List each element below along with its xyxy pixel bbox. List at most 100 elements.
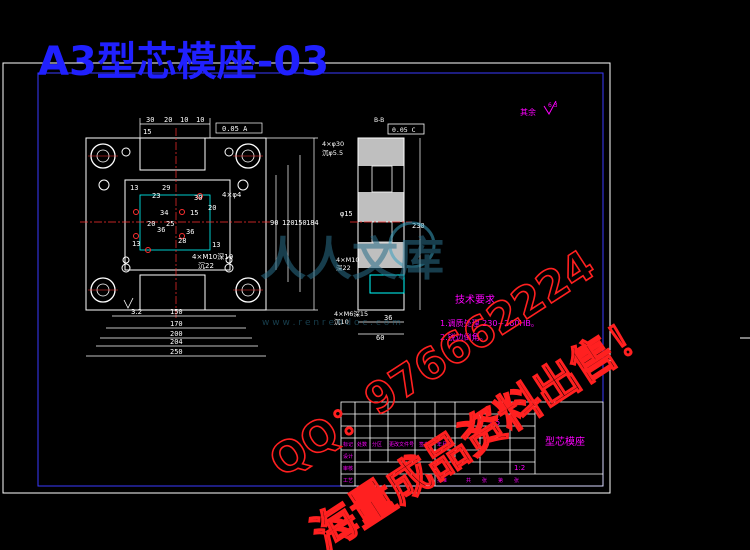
- part-name: 型芯模座: [545, 435, 585, 448]
- pin-hole: [133, 209, 139, 215]
- hole-note: 4×M10深19: [192, 252, 233, 261]
- top-dimension-lines: [139, 118, 263, 138]
- roughness-symbol: [123, 297, 134, 309]
- title-block-label: 分区: [372, 441, 382, 448]
- footer-label: 张: [482, 477, 487, 484]
- title-block-label: 年月日: [437, 441, 452, 448]
- inner-dim-label: 15: [190, 209, 198, 217]
- surface-note: 其余: [520, 107, 536, 117]
- page-title: A3型芯模座-03: [38, 39, 329, 85]
- material-label: 45: [490, 418, 500, 427]
- inner-dim-label: 34: [160, 209, 168, 217]
- pin-hole: [133, 233, 139, 239]
- screw-hole: [121, 263, 131, 273]
- sign-label: 批准: [437, 477, 447, 484]
- top-dim-label: 10: [196, 116, 204, 124]
- bottom-dim-label: 170: [170, 320, 183, 328]
- top-slot: [139, 137, 206, 171]
- bottom-dimension-lines: [86, 315, 266, 357]
- hole-note: 沉22: [198, 262, 214, 270]
- title-block-label: 标记: [343, 441, 353, 448]
- side-dim-label: 36: [384, 314, 392, 322]
- footer-label: 第: [498, 477, 503, 484]
- side-hatch-low: [358, 242, 404, 268]
- site-watermark-text: 人人文库: [260, 232, 444, 286]
- plate-cavity: [139, 194, 211, 251]
- side-step: [369, 274, 405, 294]
- inner-dim-label: 36: [157, 226, 165, 234]
- side-bore: [371, 165, 393, 193]
- footer-label: 共: [466, 477, 471, 484]
- surface-value: 6.3: [548, 102, 558, 109]
- screw-hole: [224, 147, 234, 157]
- pin-hole: [197, 193, 203, 199]
- title-block-label: 更改文件号: [389, 441, 414, 448]
- tech-req-line: 1.调质处理 230~260HB。: [440, 318, 539, 328]
- screw-hole: [225, 256, 233, 264]
- right-dim-label: 184: [306, 219, 319, 227]
- inner-dim-label: 36: [186, 228, 194, 236]
- top-dim-label: 10: [180, 116, 188, 124]
- inner-dim-label: 20: [147, 220, 155, 228]
- bottom-dim-label: 200: [170, 330, 183, 338]
- screw-hole: [98, 179, 110, 191]
- small-hole-note: 4×φ4: [222, 191, 242, 199]
- site-watermark: 人人文库 w w w . r e n r e n d o c . c o m: [260, 221, 444, 328]
- pin-hole: [145, 247, 151, 253]
- side-dim-label: 60: [376, 334, 384, 342]
- tech-requirements: 技术要求 1.调质处理 230~260HB。 2.锐边倒角。: [440, 293, 539, 342]
- bottom-dim-label: 250: [170, 348, 183, 356]
- top-dim-label: 20: [164, 116, 172, 124]
- screw-hole: [237, 179, 249, 191]
- inner-dim-label: 28: [178, 237, 186, 245]
- sign-label: 设计: [343, 453, 353, 460]
- inner-dim-label: 13: [132, 240, 140, 248]
- footer-label: 张: [514, 477, 519, 484]
- site-url: w w w . r e n r e n d o c . c o m: [262, 318, 401, 328]
- tech-req-title: 技术要求: [455, 293, 495, 306]
- right-dim-label: 120: [282, 219, 295, 227]
- side-note: 深22: [336, 263, 351, 272]
- top-dim-label: 15: [143, 128, 151, 136]
- side-hatch-mid: [358, 192, 404, 222]
- sign-label: 审核: [343, 465, 353, 472]
- inner-dim-label: 29: [162, 184, 170, 192]
- section-label: B-B: [374, 117, 384, 124]
- front-view: 15 30 20 10 10 0.05 A 13 29 23 30 20 34 …: [80, 116, 319, 357]
- tolerance-frame: 0.05 A: [222, 125, 248, 133]
- side-note: 4×M6深15: [334, 309, 368, 318]
- side-dim-label: φ15: [340, 210, 353, 218]
- inner-dim-label: 13: [130, 184, 138, 192]
- surface-roughness-icon: [543, 100, 557, 115]
- side-view: B-B 4×φ30 沉φ5.5 0.05 C 230 φ15 4×M10 深22…: [322, 117, 425, 342]
- right-dim-label: 150: [294, 219, 307, 227]
- side-note: 4×φ30: [322, 140, 344, 148]
- sign-label: 工艺: [343, 478, 353, 484]
- scale-value: 1:2: [514, 464, 525, 472]
- side-note: 4×M10: [336, 256, 359, 264]
- side-dim-label: 230: [412, 222, 425, 230]
- top-dim-label: 30: [146, 116, 154, 124]
- right-dimension-lines: [266, 137, 318, 311]
- side-note: 沉φ5.5: [322, 149, 343, 157]
- screw-hole: [224, 263, 234, 273]
- title-block-label: 处数: [357, 441, 367, 448]
- inner-dim-label: 23: [152, 192, 160, 200]
- outer-frame: [2, 62, 611, 494]
- site-logo-icon: [388, 221, 436, 269]
- inner-dim-label: 13: [212, 241, 220, 249]
- bottom-dim-label: 150: [170, 308, 183, 316]
- bottom-dim-label: 204: [170, 338, 183, 346]
- inner-frame: [37, 72, 604, 487]
- title-block-label: 签名: [419, 441, 429, 448]
- inner-dim-label: 30: [194, 194, 202, 202]
- screw-hole: [121, 147, 131, 157]
- tech-req-line: 2.锐边倒角。: [440, 332, 488, 342]
- flatness-value: 0.05 C: [392, 126, 416, 134]
- inner-dim-label: 25: [166, 220, 174, 228]
- plate-inner-pocket: [124, 179, 231, 271]
- flatness-frame: [387, 123, 425, 135]
- right-dim-label: 90: [270, 219, 278, 227]
- side-hatch-top: [358, 138, 404, 166]
